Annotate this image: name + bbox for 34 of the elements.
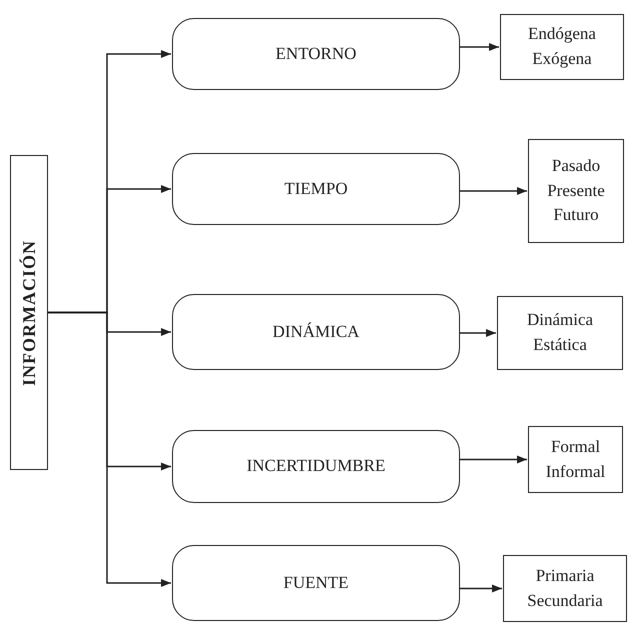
node-label: Estática bbox=[533, 334, 587, 356]
node-label: Dinámica bbox=[526, 309, 594, 332]
node-label: Formal bbox=[550, 436, 600, 458]
arrow bbox=[460, 329, 496, 337]
detail-box bbox=[497, 296, 623, 370]
node-label: ENTORNO bbox=[276, 42, 356, 65]
node-label: Pasado bbox=[552, 155, 600, 178]
node-label: DINÁMICA bbox=[272, 320, 360, 343]
detail-box bbox=[503, 555, 627, 622]
node-label: Endógena bbox=[528, 23, 596, 46]
category-box bbox=[172, 153, 460, 225]
category-box bbox=[172, 430, 460, 503]
node-label: Primaria bbox=[536, 564, 594, 587]
node-label: FUENTE bbox=[283, 572, 349, 594]
category-box bbox=[172, 18, 460, 90]
node-label: Presente bbox=[547, 180, 605, 202]
arrow bbox=[460, 584, 502, 592]
node-label: Exógena bbox=[532, 48, 592, 70]
detail-box bbox=[500, 14, 624, 80]
node-label: TIEMPO bbox=[284, 178, 348, 200]
node-label: Secundaria bbox=[527, 590, 603, 612]
node-label: Informal bbox=[546, 460, 606, 482]
arrow bbox=[460, 43, 499, 51]
node-label: Futuro bbox=[553, 204, 599, 226]
detail-box bbox=[528, 139, 624, 243]
title-box bbox=[10, 155, 48, 470]
node-label: INFORMACIÓN bbox=[18, 240, 40, 386]
category-box bbox=[172, 294, 460, 370]
node-label: INCERTIDUMBRE bbox=[246, 455, 386, 478]
arrow bbox=[460, 456, 527, 464]
arrow bbox=[48, 312, 171, 587]
detail-box bbox=[528, 426, 623, 493]
arrow bbox=[460, 187, 527, 195]
category-box bbox=[172, 545, 460, 621]
